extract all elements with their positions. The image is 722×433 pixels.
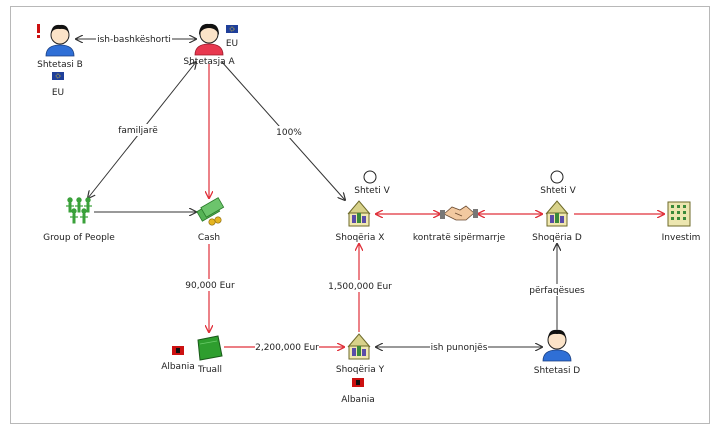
node-shtetasi-d[interactable]: Shtetasi D bbox=[534, 329, 581, 376]
state-marker-icon bbox=[550, 170, 564, 184]
edge-label-2200000-eur: 2,200,000 Eur bbox=[255, 343, 319, 353]
node-label-kontrate: kontratë sipërmarrje bbox=[413, 233, 506, 243]
node-shoqeria-d[interactable]: Shteti V Shoqëria D bbox=[532, 170, 582, 243]
node-label-shoqeria-x: Shoqëria X bbox=[336, 233, 385, 243]
node-group-of-people[interactable]: Group of People bbox=[43, 197, 115, 243]
node-label-shoqeria-d: Shoqëria D bbox=[532, 233, 582, 243]
edge-label-100pct: 100% bbox=[276, 128, 302, 138]
edge-label-ish-punonjes: ish punonjës bbox=[431, 343, 488, 353]
node-tag-shoqeria-x: Shteti V bbox=[354, 186, 390, 196]
building-icon bbox=[347, 200, 371, 227]
node-tag-shoqeria-d: Shteti V bbox=[540, 186, 576, 196]
group-icon bbox=[66, 197, 92, 224]
state-marker-icon bbox=[363, 170, 377, 184]
building-icon bbox=[347, 333, 371, 360]
building-icon bbox=[545, 200, 569, 227]
node-shoqeria-y[interactable]: Shoqëria Y Albania bbox=[336, 333, 385, 405]
edge-label-perfaqesues: përfaqësues bbox=[529, 286, 585, 296]
node-label-shtetasja-a: Shtetasja A bbox=[183, 57, 235, 67]
node-cash[interactable]: Cash bbox=[196, 197, 225, 243]
node-flag-label-truall: Albania bbox=[161, 362, 195, 372]
node-label-investim: Investim bbox=[662, 233, 701, 243]
albania-flag-icon bbox=[352, 378, 364, 387]
handshake-icon bbox=[440, 205, 478, 221]
edge-label-ish-bashkeshorti: ish-bashkëshorti bbox=[97, 35, 171, 45]
node-flag-label-shtetasi-b: EU bbox=[52, 88, 64, 98]
node-label-shtetasi-d: Shtetasi D bbox=[534, 366, 581, 376]
edge-label-90000-eur: 90,000 Eur bbox=[185, 281, 235, 291]
node-investim[interactable]: Investim bbox=[662, 201, 701, 243]
node-label-truall: Truall bbox=[197, 365, 222, 375]
land-icon bbox=[197, 335, 223, 361]
eu-flag-icon bbox=[52, 72, 64, 80]
node-shoqeria-x[interactable]: Shteti V Shoqëria X bbox=[336, 170, 391, 243]
node-flag-label-shoqeria-y: Albania bbox=[341, 395, 375, 405]
edge-label-1500000-eur: 1,500,000 Eur bbox=[328, 282, 392, 292]
node-flag-label-shtetasja-a: EU bbox=[226, 39, 238, 49]
eu-flag-icon bbox=[226, 25, 238, 33]
person-icon bbox=[542, 329, 572, 362]
cash-icon bbox=[196, 197, 225, 226]
node-label-shtetasi-b: Shtetasi B bbox=[37, 60, 83, 70]
albania-flag-icon bbox=[172, 346, 184, 355]
node-kontrate-sipermarrje[interactable]: kontratë sipërmarrje bbox=[413, 205, 506, 243]
alert-icon bbox=[37, 24, 40, 38]
investment-building-icon bbox=[667, 201, 691, 227]
node-label-group-of-people: Group of People bbox=[43, 233, 115, 243]
edge-label-familjare: familjarë bbox=[118, 126, 158, 136]
person-icon bbox=[194, 23, 224, 56]
node-truall[interactable]: Albania Truall bbox=[161, 335, 223, 375]
node-label-shoqeria-y: Shoqëria Y bbox=[336, 365, 385, 375]
diagram-frame bbox=[10, 6, 710, 424]
node-shtetasi-b[interactable]: Shtetasi B EU bbox=[37, 24, 83, 98]
node-shtetasja-a[interactable]: EU Shtetasja A bbox=[183, 23, 238, 67]
person-icon bbox=[45, 24, 75, 57]
node-label-cash: Cash bbox=[198, 233, 220, 243]
